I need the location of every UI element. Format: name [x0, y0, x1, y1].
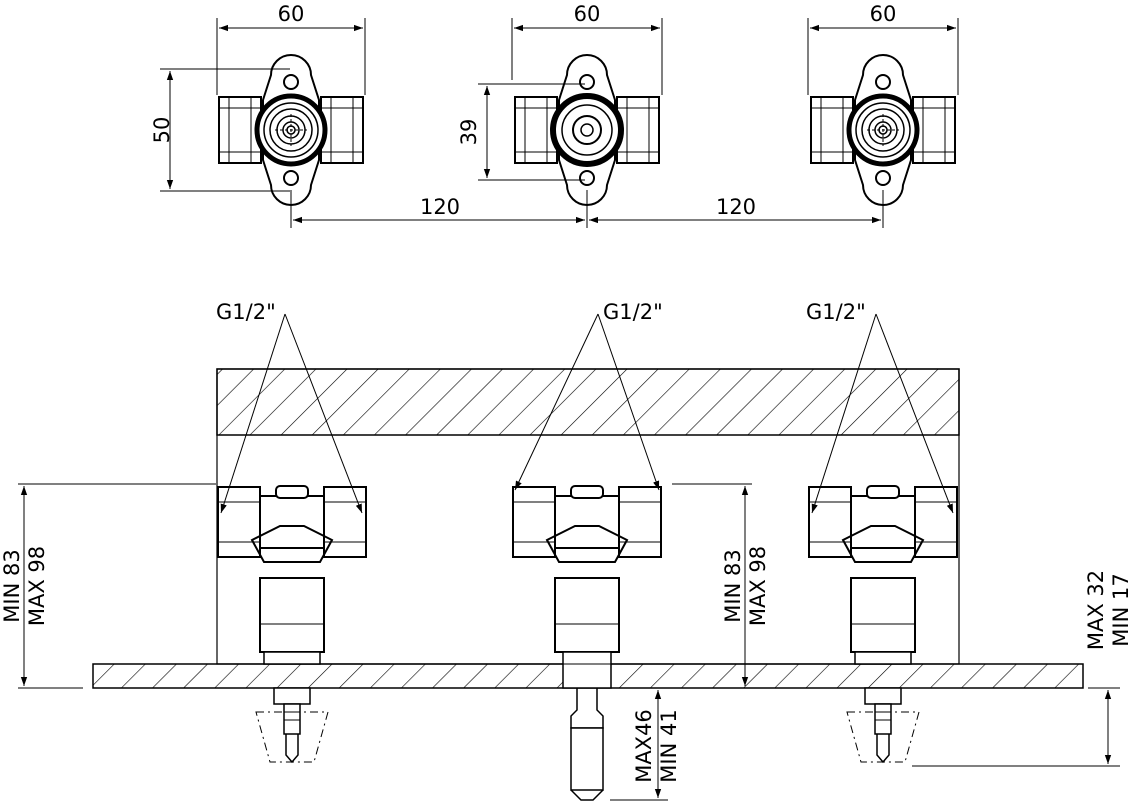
middle-max-label: MAX 98 [746, 546, 770, 626]
top-view: 60 60 60 50 39 [150, 2, 959, 228]
thread-label-3: G1/2" [806, 300, 866, 324]
thread-callout-2: G1/2" [514, 300, 663, 491]
middle-min-label: MIN 83 [721, 549, 745, 622]
hatched-slab-top [216, 368, 960, 436]
thread-label-2: G1/2" [603, 300, 663, 324]
bottom-depth-dimension: MAX46 MIN 41 [610, 690, 681, 801]
left-depth-dimension: MIN 83 MAX 98 [0, 483, 216, 689]
spacing-label-2: 120 [716, 195, 756, 219]
thread-label-1: G1/2" [216, 300, 276, 324]
right-max-label: MAX 32 [1084, 570, 1108, 650]
bottom-min-label: MIN 41 [657, 709, 681, 782]
height-label-left: 50 [150, 117, 174, 144]
thread-callout-1: G1/2" [216, 300, 363, 514]
height-dimension-left: 50 [150, 68, 290, 192]
spacing-dimension: 120 120 [290, 190, 884, 228]
valve-side-view-1 [217, 485, 367, 764]
middle-depth-dimension: MIN 83 MAX 98 [672, 483, 770, 686]
right-depth-dimension: MAX 32 MIN 17 [912, 570, 1133, 767]
width-dimension-3: 60 [807, 2, 959, 95]
left-max-label: MAX 98 [25, 546, 49, 626]
thread-callout-3: G1/2" [806, 300, 954, 514]
width-label-3: 60 [870, 2, 897, 26]
valve-top-view-2 [514, 54, 660, 206]
width-label-1: 60 [278, 2, 305, 26]
right-min-label: MIN 17 [1109, 573, 1133, 646]
spacing-label-1: 120 [420, 195, 460, 219]
height-dimension-mid: 39 [457, 83, 585, 181]
height-label-mid: 39 [457, 119, 481, 146]
width-label-2: 60 [574, 2, 601, 26]
width-dimension-1: 60 [216, 2, 366, 95]
valve-top-view-3 [810, 54, 956, 206]
valve-top-view-1 [218, 54, 364, 206]
width-dimension-2: 60 [511, 2, 663, 95]
bottom-max-label: MAX46 [632, 709, 656, 783]
valve-side-view-3 [808, 485, 958, 764]
left-min-label: MIN 83 [0, 549, 24, 622]
section-view: G1/2" G1/2" G1/2" MIN 83 MAX 98 MIN 83 [0, 300, 1133, 801]
valve-side-view-2 [512, 485, 662, 801]
